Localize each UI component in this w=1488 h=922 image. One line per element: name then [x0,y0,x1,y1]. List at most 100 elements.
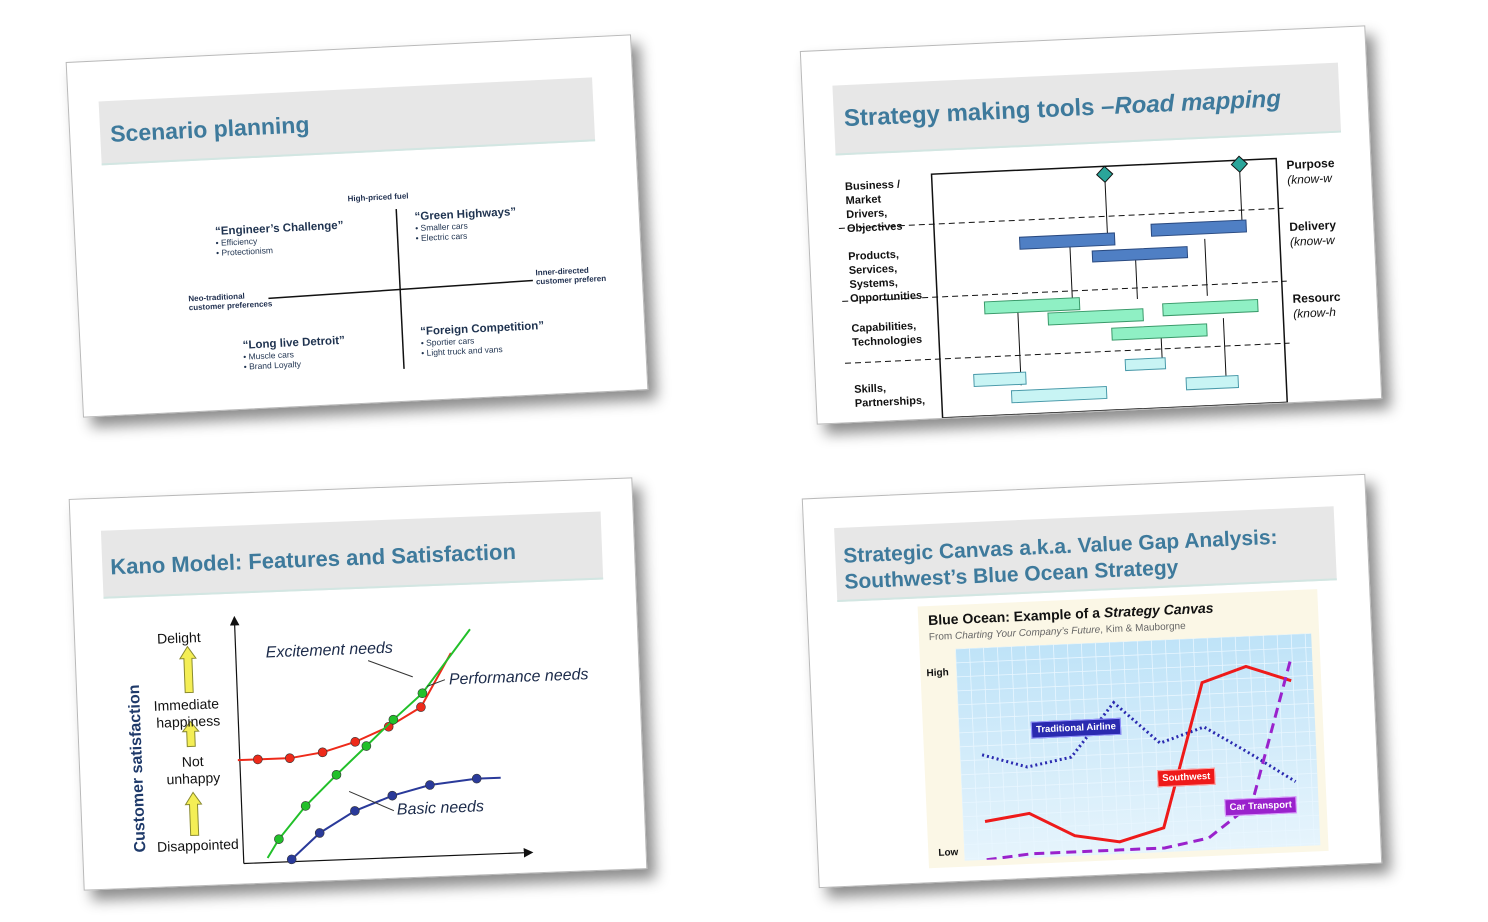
grid-line [955,648,966,861]
quadrant-top-right: “Green Highways” • Smaller cars • Electr… [414,206,517,243]
strategy-canvas-chart [955,633,1321,861]
kano-point [253,754,263,765]
grid-line [1094,642,1105,855]
quadrant-top-left: “Engineer’s Challenge” • Efficiency • Pr… [215,220,345,258]
kano-level-delight: Delight [156,629,201,647]
slide-title: Strategic Canvas a.k.a. Value Gap Analys… [843,525,1279,596]
kano-level-unhappy: unhappy [166,769,221,788]
kano-point [387,790,398,801]
scenario-slide[interactable]: Scenario planning High-priced fuel Neo-t… [65,34,649,418]
kano-chart [178,615,534,865]
grid-line [1150,640,1161,853]
grid-line [1276,634,1287,847]
slide-title-bar: Strategic Canvas a.k.a. Value Gap Analys… [834,506,1337,603]
kano-point [331,769,342,780]
grid-line [1038,645,1050,858]
grid-line [963,814,1320,832]
roadmap-layer-capabilities: Capabilities, Technologies [851,319,922,350]
quadrant-bottom-left: “Long live Detroit” • Muscle cars • Bran… [242,335,346,372]
grid-line [956,646,1312,664]
roadmap-layer-business: Business / Market Drivers, Objectives [845,178,903,236]
grid-line [1206,637,1217,850]
kano-point [425,780,435,790]
right-label-italic: (know-w [1286,171,1333,188]
grid-line [1122,641,1133,854]
grid-line [1108,642,1119,855]
grid-line [1025,645,1036,858]
kano-point [350,737,361,747]
grid-line [969,648,980,861]
grid-line [1136,640,1147,853]
kano-point [274,834,284,844]
grid-line [1066,644,1078,856]
canvas-series-line [986,660,1292,861]
strategy-canvas-panel: Blue Ocean: Example of a Strategy Canvas… [917,589,1329,869]
roadmap-right-resource: Resourc (know-h [1292,290,1341,322]
kano-slide[interactable]: Kano Model: Features and Satisfaction De… [68,477,648,891]
kano-point [361,741,372,751]
grid-line [1304,633,1315,846]
roadmap-right-purpose: Purpose (know-w [1286,156,1335,188]
kano-series-line [266,628,471,859]
kano-point [317,747,328,758]
grid-line [960,758,1317,776]
grid-line [997,647,1008,859]
kano-point [300,801,311,811]
grid-line [1080,643,1091,856]
chart-subtitle-italic: Charting Your Company’s Future [954,624,1101,642]
quadrant-bottom-right: “Foreign Competition” • Sportier cars • … [420,320,545,358]
kano-point [383,721,394,732]
chart-title-italic: Strategy Canvas [1103,599,1214,621]
chart-plot-area: Traditional Airline Southwest Car Transp… [955,633,1321,861]
chart-subtitle-plain: From [928,630,956,644]
grid-line [962,786,1318,804]
grid-line [961,772,1318,790]
grid-line [957,688,1314,706]
roadmap-layer-products: Products, Services, Systems, Opportuniti… [848,247,923,306]
grid-line [1011,646,1022,859]
canvas-slide[interactable]: Strategic Canvas a.k.a. Value Gap Analys… [801,473,1383,889]
grid-line [983,647,994,860]
grid-line [955,633,1312,650]
scenario-axes [268,209,533,369]
layer-line: Objectives [846,220,903,236]
kano-point [417,688,428,699]
right-label-italic: (know-w [1289,232,1335,249]
chart-subtitle-rest: , Kim & Mauborgne [1099,620,1186,636]
grid-line [1192,638,1203,851]
y-axis-low: Low [938,846,959,859]
kano-level-disappointed: Disappointed [156,835,240,855]
roadmap-right-delivery: Delivery (know-w [1289,218,1337,250]
kano-point [350,806,360,816]
canvas-series-line [984,664,1292,844]
roadmap-layer-skills: Skills, Partnerships, [854,380,926,411]
grid-line [964,842,1321,860]
grid-line [1164,639,1175,852]
kano-level-immediate: Immediate [153,695,220,714]
roadmap-diagram [838,155,1290,419]
kano-point [388,714,399,725]
grid-line [958,702,1315,720]
grid-line [1290,634,1301,847]
kano-point [314,828,325,838]
grid-line [959,730,1316,748]
kano-level-not: Not [181,752,204,770]
kano-point [471,773,482,784]
kano-label-basic: Basic needs [396,798,485,819]
y-axis-high: High [926,667,949,680]
canvas-series-line [981,700,1297,783]
kano-point [284,753,295,763]
kano-point [286,854,297,865]
axis-right-label: Inner-directed customer preferen [535,265,606,287]
layer-line: Business / [844,178,901,194]
grid-line [1220,637,1231,850]
grid-line [964,828,1320,846]
series-label-car: Car Transport [1224,796,1298,817]
kano-series-line [237,652,452,762]
kano-point [416,702,426,712]
roadmap-slide[interactable]: Strategy making tools –Road mapping [799,25,1383,425]
grid-line [1178,639,1189,851]
kano-level-happiness: happiness [156,712,221,731]
grid-line [956,660,1313,678]
grid-line [957,674,1313,692]
